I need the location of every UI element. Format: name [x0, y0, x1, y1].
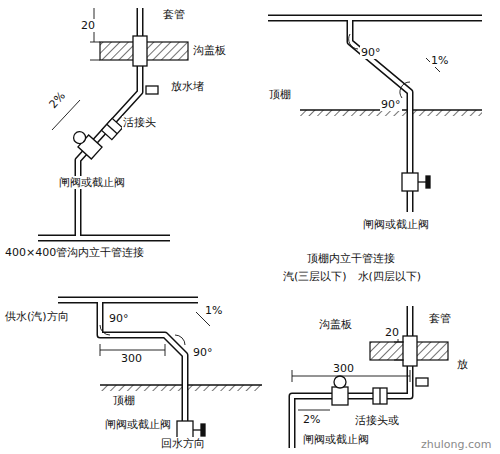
part-label: 顶棚	[268, 88, 292, 101]
pipe-outline	[38, 8, 482, 448]
part-label: 活接头或	[354, 414, 400, 427]
slab-hatch	[100, 42, 482, 391]
part-label: 汽(三层以下) 水(四层以下)	[282, 270, 422, 283]
part-label: 套管	[428, 312, 452, 325]
part-label: 闸阀或截止阀	[58, 176, 126, 189]
part-label: 顶棚内立干管连接	[306, 252, 396, 265]
part-label: 闸阀或截止阀	[302, 433, 370, 446]
watermark: zhulong.com	[420, 438, 492, 451]
pipe-inner	[38, 8, 482, 448]
part-label: 闸阀或截止阀	[104, 418, 172, 431]
part-label: 300	[332, 362, 355, 375]
part-label: 闸阀或截止阀	[362, 218, 430, 231]
part-label: 套管	[162, 8, 186, 21]
part-label: 90°	[192, 346, 214, 359]
dimension-line	[52, 8, 440, 410]
part-label: 1%	[204, 304, 223, 317]
part-label: 放	[456, 358, 469, 371]
valve-symbol	[70, 118, 430, 439]
part-label: 300	[120, 352, 143, 365]
part-label: 90°	[360, 46, 382, 59]
part-label: 90°	[380, 98, 402, 111]
part-label: 沟盖板	[318, 318, 353, 331]
part-label: 回水方向	[160, 437, 206, 450]
part-label: 90°	[108, 312, 130, 325]
part-label: 20	[80, 19, 96, 32]
part-label: 2%	[302, 413, 321, 426]
part-label: 放水堵	[170, 80, 205, 93]
drain-plug	[146, 86, 428, 386]
sleeve	[133, 36, 417, 366]
part-label: 顶棚	[112, 394, 136, 407]
part-label: 供水(汽)方向	[4, 310, 70, 323]
part-label: 活接头	[122, 116, 157, 129]
part-label: 沟盖板	[192, 44, 227, 57]
part-label: 2%	[46, 89, 69, 112]
part-label: 400×400管沟内立干管连接	[4, 246, 145, 259]
part-label: 20	[384, 326, 400, 339]
part-label: 1%	[430, 54, 449, 67]
